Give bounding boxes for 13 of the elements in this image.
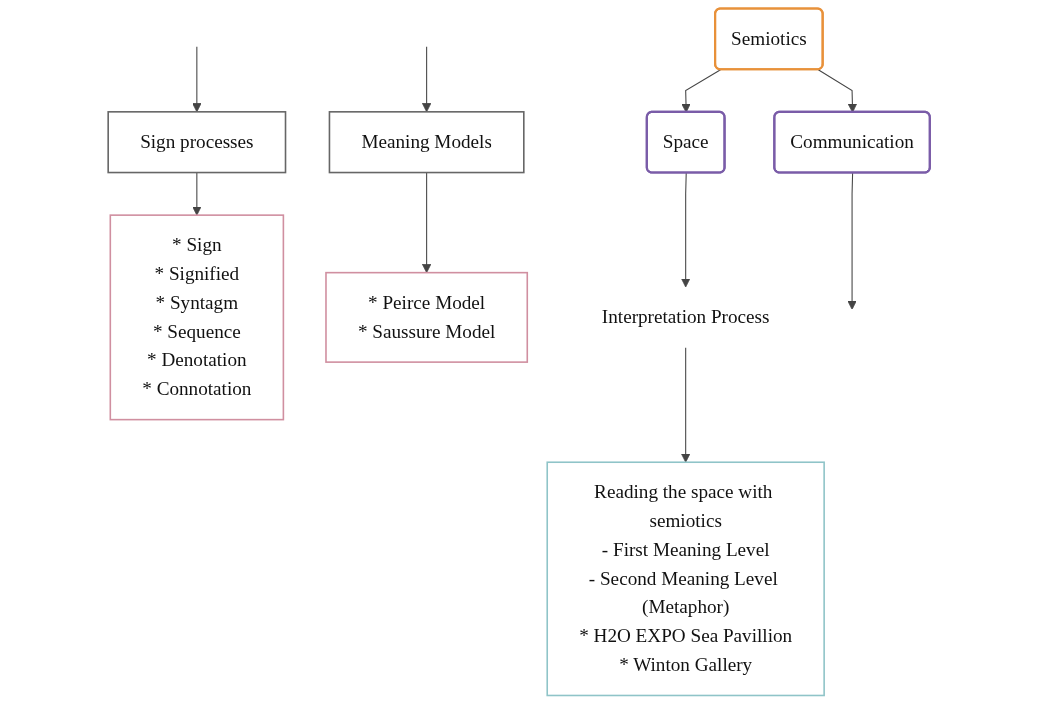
arrow: [681, 347, 691, 463]
arrow: [192, 46, 202, 113]
node-box: Reading the space with semiotics - First Meaning Level - Second Meaning Level (Metaphor) * H2O EXPO Sea Pavillion * Winton Gallery: [546, 461, 825, 697]
node-box: Sign processes: [107, 111, 287, 174]
arrow: [847, 172, 857, 310]
node-box: * Peirce Model * Saussure Model: [325, 271, 529, 363]
arrow: [681, 172, 691, 288]
arrow: [421, 172, 432, 274]
node-box: * Sign * Signified * Syntagm * Sequence * Denotation * Connotation: [109, 214, 285, 421]
arrow: [421, 46, 432, 113]
node-text: Interpretation Process: [601, 306, 770, 328]
node-box: Meaning Models: [328, 111, 525, 174]
arrow: [192, 172, 202, 216]
